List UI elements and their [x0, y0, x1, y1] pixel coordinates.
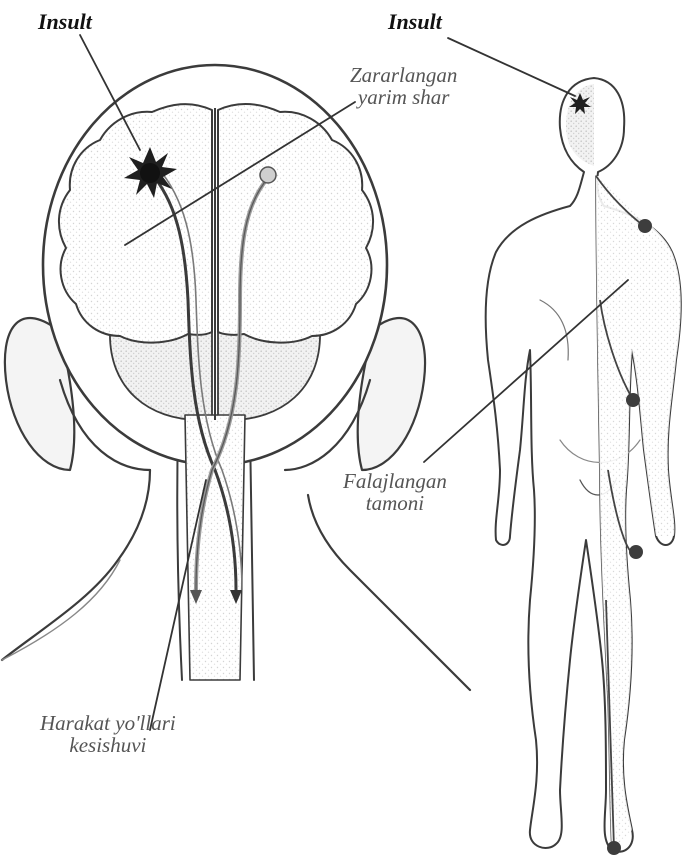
- label-paralyzed-side-line1: Falajlangan: [343, 470, 447, 492]
- label-pathway-crossing-line2: kesishuvi: [40, 734, 176, 756]
- label-paralyzed-side: Falajlangan tamoni: [343, 470, 447, 514]
- label-damaged-hemisphere: Zararlangan yarim shar: [350, 64, 457, 108]
- label-paralyzed-side-line2: tamoni: [343, 492, 447, 514]
- label-insult-brain: Insult: [38, 10, 92, 33]
- label-damaged-hemisphere-line2: yarim shar: [350, 86, 457, 108]
- label-damaged-hemisphere-line1: Zararlangan: [350, 64, 457, 86]
- pathway-origin-dot: [260, 167, 276, 183]
- label-pathway-crossing: Harakat yo'llari kesishuvi: [40, 712, 176, 756]
- shoulders-outline: [2, 470, 150, 660]
- shoulders-outline-right: [308, 495, 470, 690]
- brainstem: [185, 415, 245, 680]
- label-pathway-crossing-line1: Harakat yo'llari: [40, 712, 176, 734]
- label-insult-body: Insult: [388, 10, 442, 33]
